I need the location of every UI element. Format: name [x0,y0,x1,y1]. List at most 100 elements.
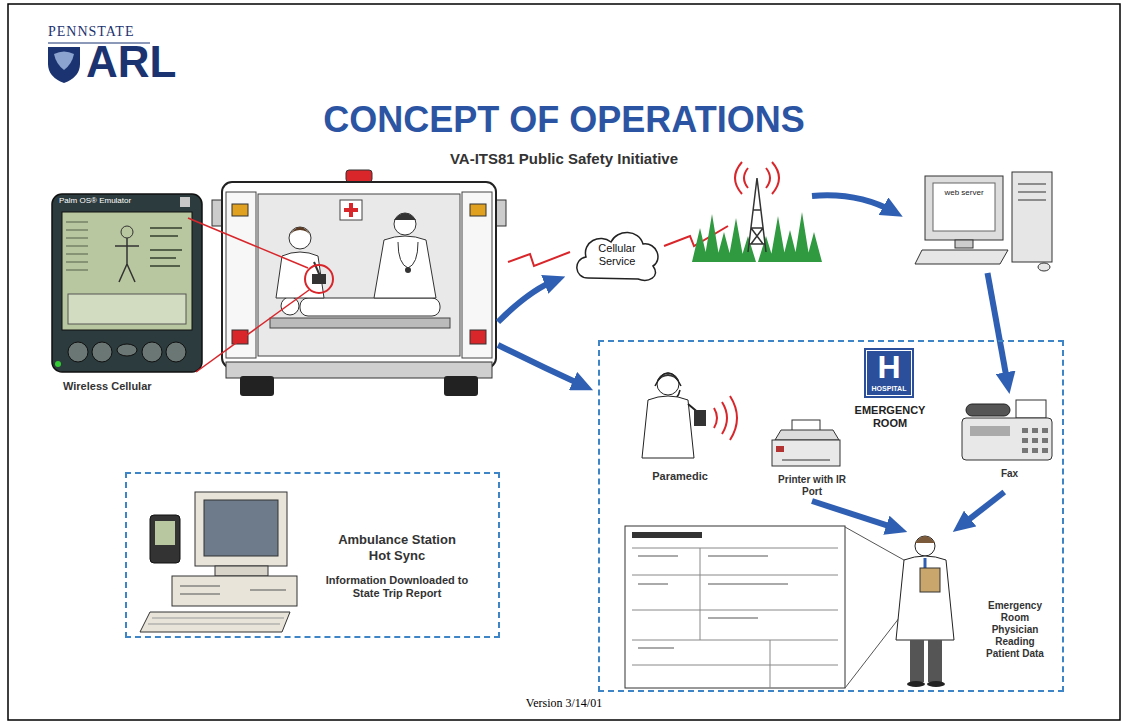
patient-data-form-part [632,548,838,688]
ambulance-illustration-part [470,204,486,216]
ambulance-illustration-part [312,274,326,284]
web-server-computer [915,172,1052,271]
patient-data-form [625,526,845,688]
physician-node: Emergency Room Physician Reading Patient… [880,532,1062,690]
palm-device-part [142,342,162,362]
physician-figure-part [907,681,925,687]
palm-device-part [68,294,186,324]
paramedic-figure-part [642,396,694,458]
ambulance-illustration-part [270,318,450,328]
palm-callout-lines-part [305,265,333,293]
flow-arrows-part [498,345,584,386]
emergency-room-region: EMERGENCY ROOM Paramedic HHOSPITAL Printer … [598,340,1064,692]
ambulance-illustration-part [398,242,418,268]
ambulance-illustration-part [394,213,416,220]
fax-drawing-part [1016,400,1046,418]
radio-link-part [508,252,570,266]
paramedic-figure-part [714,396,737,440]
ambulance-illustration-part [340,200,362,220]
hospital-sign: HHOSPITAL [864,348,914,398]
station-computer-part [155,521,175,545]
ambulance-illustration [212,170,506,396]
fax-drawing-part [1022,428,1048,453]
subtitle: VA-ITS81 Public Safety Initiative [300,150,828,168]
station-computer-part [140,612,290,632]
station-computer-part [180,586,286,594]
station-computer-part [172,576,297,606]
ambulance-illustration-part [346,170,372,182]
printer-drawing-part [782,460,830,461]
flow-arrow [812,501,898,529]
fax-drawing-part [966,404,1010,416]
logo-shield-part [54,52,74,71]
web-server-computer-part [925,176,1003,240]
ambulance-illustration-part [222,182,496,368]
ambulance-illustration-part [470,330,486,344]
patient-data-form-part [625,526,845,688]
ambulance-illustration-part [226,362,492,378]
web-server-computer-part [955,240,973,248]
ambulance-illustration-part [232,330,248,344]
palm-device-part [121,226,133,238]
radio-tower [735,162,779,252]
palm-device-part [68,342,88,362]
device-label: Printer with IR Port [777,474,847,498]
ambulance-illustration-part [496,200,506,226]
region-note: Information Downloaded to State Trip Rep… [324,574,470,600]
physician-figure-part [927,681,945,687]
region-label: EMERGENCY ROOM [849,404,931,430]
web-server-node: web server [915,168,1060,273]
palm-callout-lines [188,218,333,372]
web-server-computer-part [1018,184,1046,200]
station-computer-part [204,500,278,556]
diagram-title: CONCEPT OF OPERATIONS [200,100,928,140]
radio-link-part [664,226,728,246]
screen-label: web server [935,188,993,198]
palm-device-part [92,342,112,362]
logo-shield-part [48,47,80,83]
ambulance-illustration-part [444,376,478,396]
physician-figure-part [928,640,942,682]
physician-figure-part [915,536,935,556]
palm-callout-lines-part [196,290,309,372]
station-computer [140,492,297,632]
radio-tower-part [735,162,779,194]
ambulance-illustration-part [289,227,311,236]
paramedic-figure-part [657,373,679,395]
station-computer-part [195,492,287,566]
ambulance-station-region: Ambulance Station Hot SyncInformation Do… [125,472,500,638]
station-computer-part [215,566,268,576]
ambulance-illustration-part [462,192,492,358]
palm-device [52,194,202,372]
palm-device-part [66,222,88,270]
patient-data-form-part [632,532,702,538]
palm-device-node: Palm OS® EmulatorWireless Cellular [45,190,210,400]
station-computer-part [150,515,180,563]
patient-data-form-part [638,556,788,648]
palm-device-part [117,344,137,356]
flow-arrow [961,492,1005,526]
web-server-computer-part [915,250,1008,264]
palm-device-part [150,228,182,266]
ambulance-illustration-part [212,200,222,226]
page-frame [8,4,1120,720]
paramedic-figure-part [655,373,681,386]
fax-node: Fax [957,394,1062,492]
printer-drawing-part [776,446,784,452]
printer-drawing-part [772,440,840,466]
paramedic-node: Paramedic [630,358,730,488]
cloud-shape [572,226,662,284]
paramedic-figure-part [694,410,706,426]
ambulance-illustration-part [258,194,460,356]
palm-device-part [62,212,192,330]
ambulance-illustration-part [240,376,274,396]
device-caption: Wireless Cellular [63,380,203,393]
printer-node: Printer with IR Port [767,420,857,501]
sign-letter: H [864,351,914,383]
ambulance-illustration-part [374,236,436,298]
printer-drawing-part [775,430,839,440]
device-label: Fax [957,468,1062,480]
fax-drawing [962,400,1052,460]
